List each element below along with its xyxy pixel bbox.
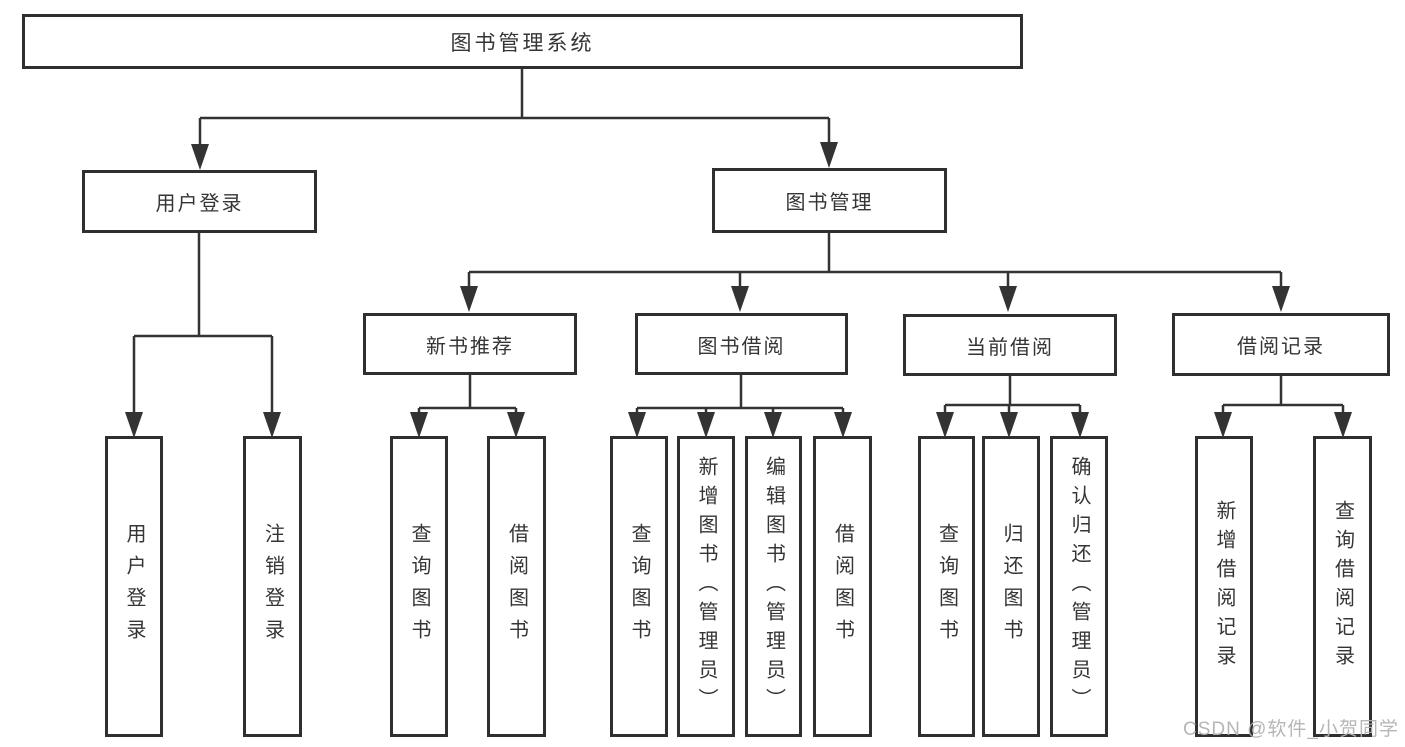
node-label: 新书推荐 (426, 335, 514, 358)
node-label: 图书管理系统 (450, 31, 595, 55)
node-label: 图书管理 (785, 192, 874, 214)
node-label: 当前借阅 (966, 336, 1054, 359)
node-new-book-recommend: 新书推荐 (363, 313, 577, 375)
node-label: 用户登录 (123, 522, 145, 651)
leaf-query-books-borrow: 查询图书 (610, 436, 668, 737)
node-book-borrow: 图书借阅 (635, 313, 848, 375)
leaf-borrow-books-recommend: 借阅图书 (487, 436, 546, 737)
leaf-query-borrow-record: 查询借阅记录 (1313, 436, 1372, 737)
node-label: 编辑图书（管理员） (762, 456, 785, 717)
node-label: 查询借阅记录 (1331, 499, 1354, 674)
csdn-watermark: CSDN @软件_小贺同学 (1183, 719, 1399, 740)
node-current-borrow: 当前借阅 (903, 314, 1117, 376)
node-label: 新增借阅记录 (1213, 499, 1235, 674)
leaf-borrow-books: 借阅图书 (813, 436, 872, 737)
node-label: 查询图书 (408, 522, 430, 651)
leaf-add-books-admin: 新增图书（管理员） (677, 436, 735, 737)
node-label: 新增图书（管理员） (695, 456, 717, 717)
arrowheads (125, 142, 1352, 438)
node-label: 确认归还（管理员） (1068, 456, 1090, 717)
node-label: 归还图书 (1000, 522, 1022, 651)
node-label: 查询图书 (628, 522, 650, 651)
node-label: 图书借阅 (697, 335, 786, 358)
node-user-login: 用户登录 (82, 170, 317, 233)
node-label: 查询图书 (935, 522, 958, 651)
node-label: 借阅图书 (831, 522, 854, 651)
leaf-query-books-current: 查询图书 (918, 436, 975, 737)
node-label: 借阅记录 (1237, 336, 1325, 358)
node-label: 注销登录 (261, 522, 284, 651)
leaf-user-login: 用户登录 (105, 436, 163, 737)
leaf-confirm-return-admin: 确认归还（管理员） (1050, 436, 1108, 737)
node-label: 借阅图书 (505, 522, 528, 651)
node-library-management-system: 图书管理系统 (22, 14, 1023, 69)
node-label: 用户登录 (155, 193, 244, 215)
leaf-query-books-recommend: 查询图书 (390, 436, 448, 737)
leaf-add-borrow-record: 新增借阅记录 (1195, 436, 1253, 737)
leaf-logout: 注销登录 (243, 436, 302, 737)
node-book-management: 图书管理 (712, 168, 947, 233)
node-borrow-records: 借阅记录 (1172, 313, 1390, 376)
leaf-edit-books-admin: 编辑图书（管理员） (745, 436, 802, 737)
leaf-return-books: 归还图书 (982, 436, 1040, 737)
